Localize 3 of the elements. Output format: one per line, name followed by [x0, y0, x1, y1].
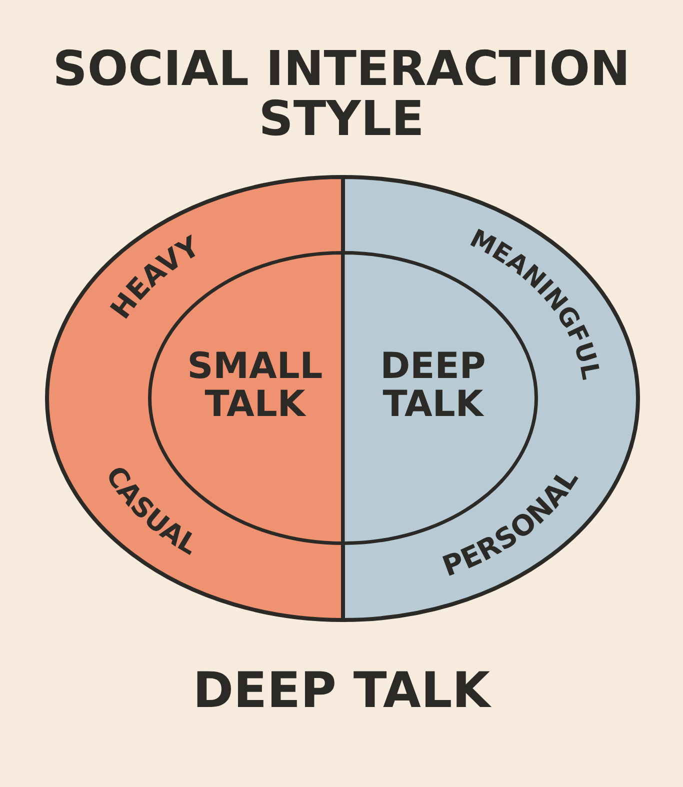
region-label: SMALL TALK — [186, 348, 324, 424]
title: SOCIAL INTERACTION STYLE — [52, 44, 632, 144]
caption: DEEP TALK — [192, 662, 492, 720]
